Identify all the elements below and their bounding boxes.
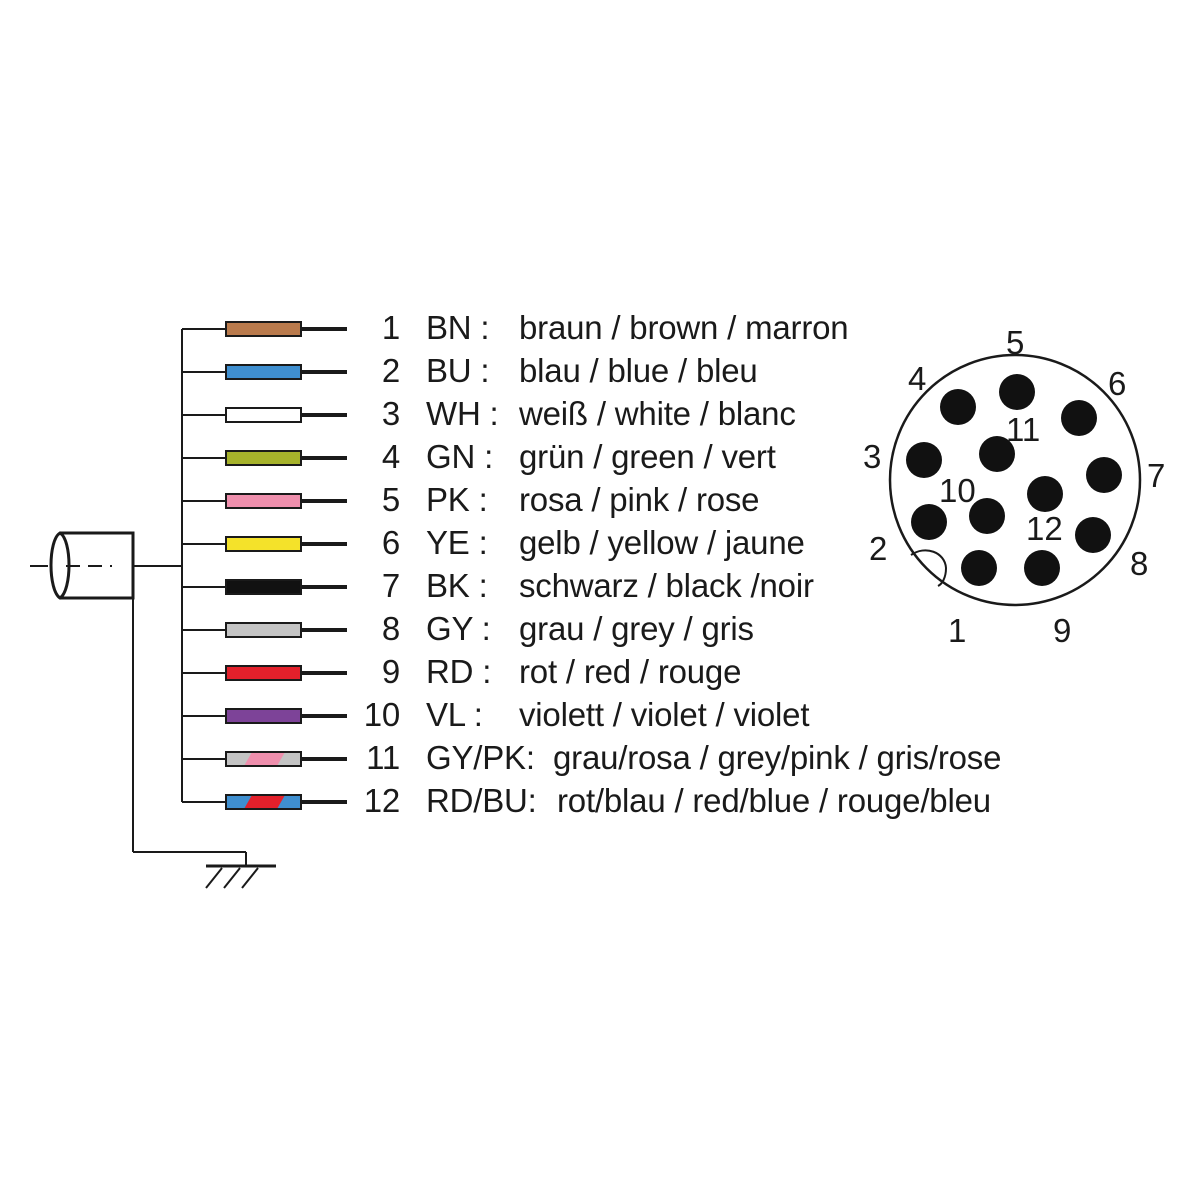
wires-layer	[182, 321, 347, 810]
wire-3	[182, 407, 347, 423]
wire-7	[182, 579, 347, 595]
wire-insulation	[226, 365, 301, 379]
wire-number: 12	[363, 782, 401, 819]
connector-pin-label: 3	[863, 438, 882, 475]
connector-pin-9	[1024, 550, 1060, 586]
wire-color-description: violett / violet / violet	[519, 696, 810, 733]
wire-insulation	[226, 580, 301, 594]
wire-color-code: RD :	[426, 653, 492, 690]
connector-pin-label: 2	[869, 530, 888, 567]
wire-insulation	[226, 623, 301, 637]
connector-face	[888, 353, 1142, 607]
wire-color-code: YE :	[426, 524, 488, 561]
wire-color-description: braun / brown / marron	[519, 309, 849, 346]
ground-hatch-3	[241, 867, 259, 889]
wire-insulation	[226, 709, 301, 723]
wire-9	[182, 665, 347, 681]
wire-color-description: gelb / yellow / jaune	[519, 524, 805, 561]
connector-key-notch	[910, 549, 948, 587]
wire-color-description: rot / red / rouge	[519, 653, 742, 690]
wire-number: 2	[381, 352, 400, 389]
wire-number: 8	[381, 610, 400, 647]
wire-number: 5	[381, 481, 400, 518]
connector-pin-4	[940, 389, 976, 425]
wire-color-code: BU :	[426, 352, 490, 389]
connector-pin-label: 5	[1006, 324, 1025, 361]
ground-hatch-1	[205, 867, 223, 889]
wire-insulation	[226, 666, 301, 680]
connector-pin-label: 9	[1053, 612, 1072, 649]
wire-number: 10	[363, 696, 401, 733]
wire-number: 4	[381, 438, 400, 475]
wire-color-code: VL :	[426, 696, 483, 733]
wire-2	[182, 364, 347, 380]
wire-color-description: rosa / pink / rose	[519, 481, 760, 518]
wire-color-code: BK :	[426, 567, 488, 604]
wire-color-description: grau/rosa / grey/pink / gris/rose	[553, 739, 1002, 776]
connector-pin-label: 12	[1026, 510, 1063, 547]
connector-pin-label: 8	[1130, 545, 1149, 582]
wire-color-description: blau / blue / bleu	[519, 352, 758, 389]
wire-color-description: schwarz / black /noir	[519, 567, 814, 604]
wire-color-code: RD/BU:	[426, 782, 537, 819]
wire-10	[182, 708, 347, 724]
connector-pin-3	[906, 442, 942, 478]
ground-hatch-2	[223, 867, 241, 889]
wire-stripe	[244, 795, 285, 809]
wire-12	[182, 794, 347, 810]
wire-insulation	[226, 537, 301, 551]
wire-color-code: WH :	[426, 395, 499, 432]
wire-insulation	[226, 494, 301, 508]
wire-number: 7	[381, 567, 400, 604]
wire-number: 1	[381, 309, 400, 346]
wire-insulation	[226, 408, 301, 422]
wire-color-description: grün / green / vert	[519, 438, 776, 475]
connector-pin-5	[999, 374, 1035, 410]
shield-ground	[132, 598, 276, 889]
connector-pin-7	[1086, 457, 1122, 493]
wire-stripe	[244, 752, 285, 766]
wire-11	[182, 751, 347, 767]
wire-number: 11	[366, 739, 400, 776]
connector-pin-1	[961, 550, 997, 586]
wire-number: 9	[381, 653, 400, 690]
wire-insulation	[226, 322, 301, 336]
pins-layer	[906, 374, 1122, 586]
connector-outline	[888, 353, 1142, 607]
wire-8	[182, 622, 347, 638]
connector-pin-label: 1	[948, 612, 967, 649]
wire-5	[182, 493, 347, 509]
wire-color-code: GY/PK:	[426, 739, 535, 776]
wire-color-description: rot/blau / red/blue / rouge/bleu	[557, 782, 991, 819]
wire-color-description: grau / grey / gris	[519, 610, 754, 647]
connector-pin-10	[969, 498, 1005, 534]
connector-pin-label: 4	[908, 360, 927, 397]
connector-pin-label: 7	[1147, 457, 1166, 494]
connector-pin-label: 10	[939, 472, 976, 509]
wire-4	[182, 450, 347, 466]
connector-pin-8	[1075, 517, 1111, 553]
wire-color-code: GN :	[426, 438, 494, 475]
connector-pin-12	[1027, 476, 1063, 512]
wire-color-code: GY :	[426, 610, 491, 647]
connector-pin-label: 6	[1108, 365, 1127, 402]
wire-number: 3	[381, 395, 400, 432]
wire-color-code: BN :	[426, 309, 490, 346]
wire-6	[182, 536, 347, 552]
connector-pin-label: 11	[1006, 411, 1041, 448]
wire-1	[182, 321, 347, 337]
wire-color-code: PK :	[426, 481, 488, 518]
connector-pin-6	[1061, 400, 1097, 436]
connector-pin-11	[979, 436, 1015, 472]
connector-pin-2	[911, 504, 947, 540]
wire-number: 6	[381, 524, 400, 561]
cable-symbol	[30, 531, 182, 600]
wire-color-description: weiß / white / blanc	[519, 395, 796, 432]
wire-insulation	[226, 451, 301, 465]
